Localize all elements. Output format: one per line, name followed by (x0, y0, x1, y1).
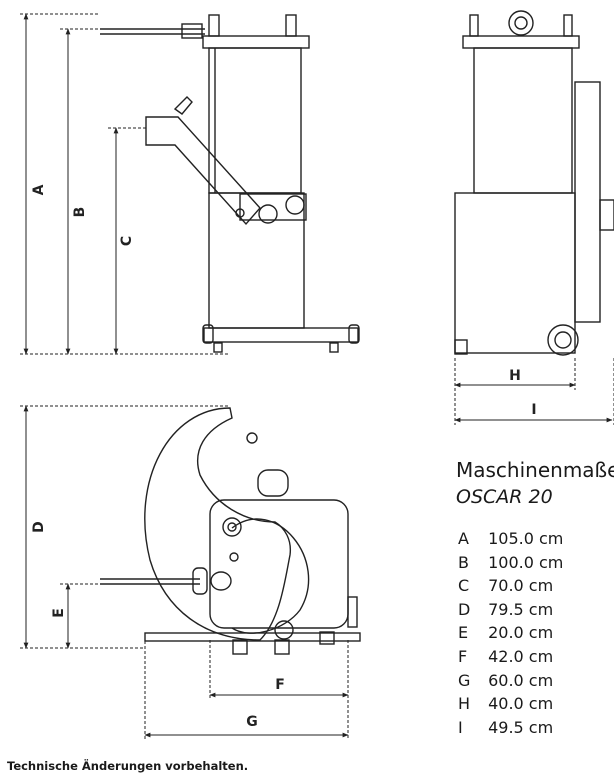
dimension-value: 70.0 cm (488, 576, 554, 596)
dim-label-d: D (31, 521, 47, 533)
dim-label-h: H (509, 368, 521, 384)
side-view-dimensions (20, 13, 230, 355)
dimension-letter: B (458, 552, 469, 572)
dim-label-e: E (51, 608, 67, 618)
side-view (100, 14, 360, 353)
dimension-row-d: D 79.5 cm (458, 598, 563, 622)
dimension-letter: H (458, 694, 471, 714)
dimension-row-g: G 60.0 cm (458, 669, 563, 693)
dimension-row-c: C 70.0 cm (458, 574, 563, 598)
model-name: OSCAR 20 (456, 486, 553, 508)
dim-label-c: C (119, 236, 135, 246)
dim-label-g: G (246, 714, 258, 730)
dimension-letter: C (458, 576, 470, 596)
dimension-row-h: H 40.0 cm (458, 692, 563, 716)
dimension-value: 60.0 cm (488, 670, 554, 690)
dimension-value: 42.0 cm (488, 646, 554, 666)
front-view-dimensions (454, 358, 614, 425)
dimension-row-a: A 105.0 cm (458, 527, 563, 551)
top-view-dimensions (20, 405, 349, 740)
dimension-row-b: B 100.0 cm (458, 551, 563, 575)
footer-note: Technische Änderungen vorbehalten. (7, 759, 249, 773)
dimension-list: A 105.0 cm B 100.0 cm C 70.0 cm D 79.5 c… (458, 527, 563, 739)
dimension-letter: I (458, 717, 463, 737)
dim-label-f: F (275, 677, 285, 693)
dimension-row-e: E 20.0 cm (458, 621, 563, 645)
dimension-value: 79.5 cm (488, 599, 554, 619)
dimension-letter: E (458, 623, 469, 643)
dimension-letter: G (458, 670, 471, 690)
dimension-value: 49.5 cm (488, 717, 554, 737)
dimension-letter: F (458, 646, 468, 666)
dim-label-b: B (72, 207, 88, 218)
dimension-letter: A (458, 529, 469, 548)
dimension-value: 40.0 cm (488, 694, 554, 714)
front-view (454, 10, 614, 356)
dimension-row-f: F 42.0 cm (458, 645, 563, 669)
dimension-letter: D (458, 599, 471, 619)
dimension-value: 100.0 cm (488, 552, 564, 572)
top-view (100, 407, 361, 655)
dim-label-a: A (31, 184, 47, 195)
dim-label-i: I (531, 402, 536, 418)
dimension-value: 20.0 cm (488, 623, 554, 643)
dimension-value: 105.0 cm (488, 529, 564, 548)
spec-title: Maschinenmaße (456, 458, 614, 482)
dimension-row-i: I 49.5 cm (458, 716, 563, 740)
